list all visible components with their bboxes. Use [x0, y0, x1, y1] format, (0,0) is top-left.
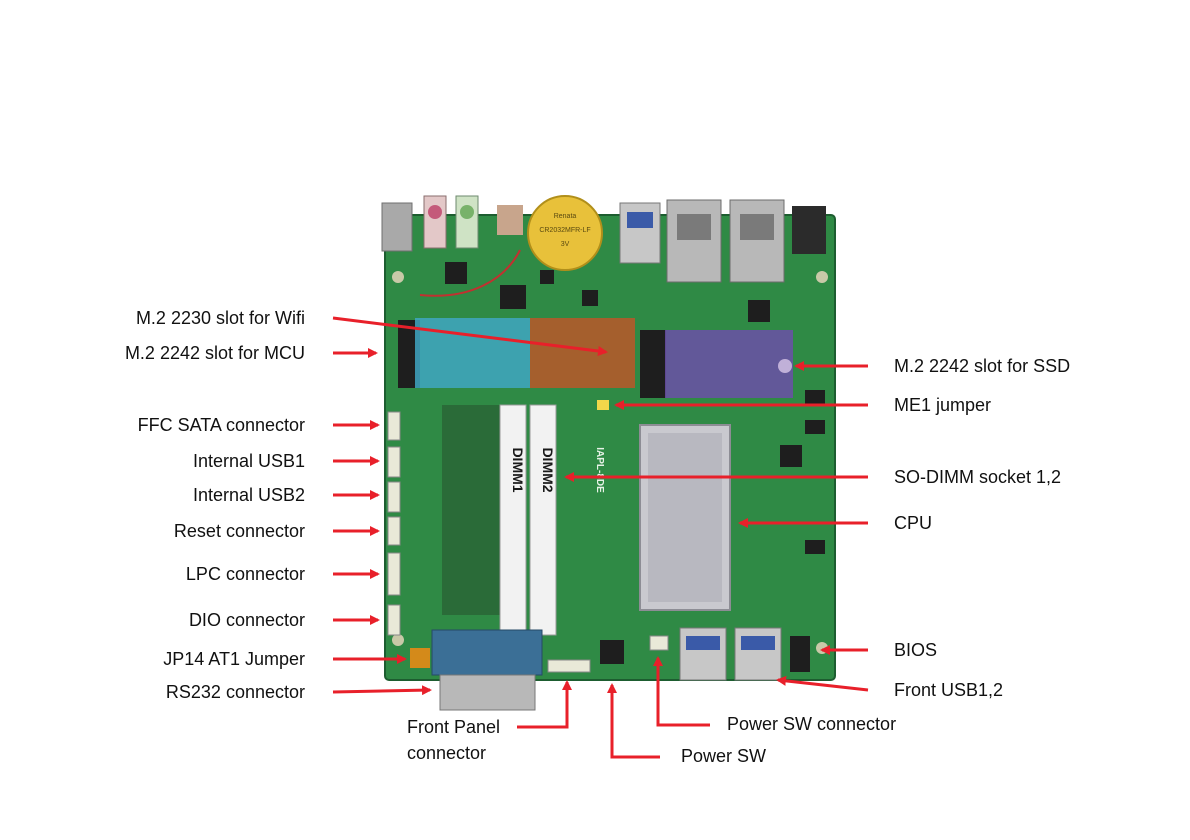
label-reset: Reset connector — [173, 521, 305, 541]
lan-port-2 — [729, 199, 785, 283]
me1-jumper-shape — [597, 400, 609, 410]
label-bios: BIOS — [894, 640, 938, 660]
label-m2-ssd: M.2 2242 slot for SSD — [894, 356, 1071, 376]
label-jp14: JP14 AT1 Jumper — [163, 649, 305, 669]
label-ffc-sata: FFC SATA connector — [137, 415, 305, 435]
audio-jack-hole — [428, 205, 442, 219]
dimm2-text: DIMM2 — [540, 447, 556, 492]
bios-chip-shape — [790, 636, 810, 672]
dimm-area — [442, 405, 502, 615]
label-m2-mcu: M.2 2242 slot for MCU — [124, 343, 305, 363]
label-power-sw: Power SW — [681, 746, 767, 766]
ic-chip — [780, 445, 802, 467]
ic-chip — [540, 270, 554, 284]
label-front-usb: Front USB1,2 — [894, 680, 1004, 700]
mounting-hole — [816, 642, 828, 654]
power-sw-connector-shape — [649, 635, 669, 651]
ic-chip — [805, 390, 825, 404]
audio-jack-green — [455, 195, 479, 249]
ic-chip — [582, 290, 598, 306]
ic-chip — [748, 300, 770, 322]
label-m2-wifi: M.2 2230 slot for Wifi — [135, 308, 305, 328]
arrow-group — [332, 316, 869, 759]
label-rs232: RS232 connector — [165, 682, 305, 702]
ic-chip — [445, 262, 467, 284]
pcb-outline — [384, 214, 836, 681]
ic-chip — [805, 420, 825, 434]
arrow-front-usb — [776, 675, 869, 692]
internal-usb2-shape — [387, 481, 401, 513]
battery-wire — [419, 249, 521, 297]
lan-port-opening — [740, 214, 774, 240]
jp14-jumper-shape — [410, 648, 430, 668]
label-lpc: LPC connector — [185, 564, 305, 584]
audio-jack-pink — [423, 195, 447, 249]
board-model-text: IAPL-8DE — [594, 447, 605, 493]
reset-connector-shape — [387, 516, 401, 546]
mounting-hole — [816, 271, 828, 283]
audio-jack-hole — [460, 205, 474, 219]
front-usb2-insert — [741, 636, 775, 650]
cmos-battery — [527, 195, 603, 271]
label-internal-usb1: Internal USB1 — [192, 451, 305, 471]
ic-chip — [805, 540, 825, 554]
lan-port-1 — [666, 199, 722, 283]
ffc-sata-shape — [387, 411, 401, 441]
arrow-rs232 — [332, 685, 432, 696]
label-power-sw-connector: Power SW connector — [727, 714, 897, 734]
arrow-m2-wifi — [332, 316, 608, 356]
m2-mcu-card — [415, 318, 530, 388]
m2-wifi-card — [530, 318, 635, 388]
battery-text-2: CR2032MFR-LF — [539, 227, 590, 234]
front-usb1-port — [679, 627, 727, 681]
ic-chip — [500, 285, 526, 309]
dimm1-socket — [499, 404, 527, 636]
rs232-port-top — [431, 629, 543, 676]
dc-jack-connector — [381, 202, 413, 252]
rs232-port-bottom — [439, 674, 536, 711]
usb-port-insert — [627, 212, 653, 228]
dimm2-socket — [529, 404, 557, 636]
label-front-panel: Front Panel connector — [407, 717, 501, 763]
m2-screw — [778, 359, 792, 373]
arrow-power-sw-connector — [653, 656, 710, 727]
arrow-front-panel — [517, 680, 572, 729]
m2-ssd-card — [665, 330, 793, 398]
front-usb2-port — [734, 627, 782, 681]
m2-connector-mcu — [398, 320, 420, 388]
front-usb1-insert — [686, 636, 720, 650]
lan-port-opening — [677, 214, 711, 240]
cpu-heatsink-inner — [648, 433, 722, 602]
dimm1-text: DIMM1 — [510, 447, 526, 492]
lpc-connector-shape — [387, 552, 401, 596]
mounting-hole — [392, 634, 404, 646]
arrow-power-sw — [607, 683, 660, 759]
power-sw-shape — [600, 640, 624, 664]
front-panel-connector-shape — [547, 659, 591, 673]
internal-usb1-shape — [387, 446, 401, 478]
label-sodimm: SO-DIMM socket 1,2 — [894, 467, 1062, 487]
battery-text-1: Renata — [554, 213, 577, 220]
label-cpu: CPU — [894, 513, 933, 533]
m2-connector-ssd — [640, 330, 666, 398]
dio-connector-shape — [387, 604, 401, 636]
power-jack — [792, 206, 826, 254]
battery-text-3: 3V — [561, 241, 570, 248]
mounting-hole — [392, 271, 404, 283]
label-dio: DIO connector — [188, 610, 305, 630]
label-internal-usb2: Internal USB2 — [192, 485, 305, 505]
label-me1: ME1 jumper — [894, 395, 992, 415]
header-connector — [497, 205, 523, 235]
